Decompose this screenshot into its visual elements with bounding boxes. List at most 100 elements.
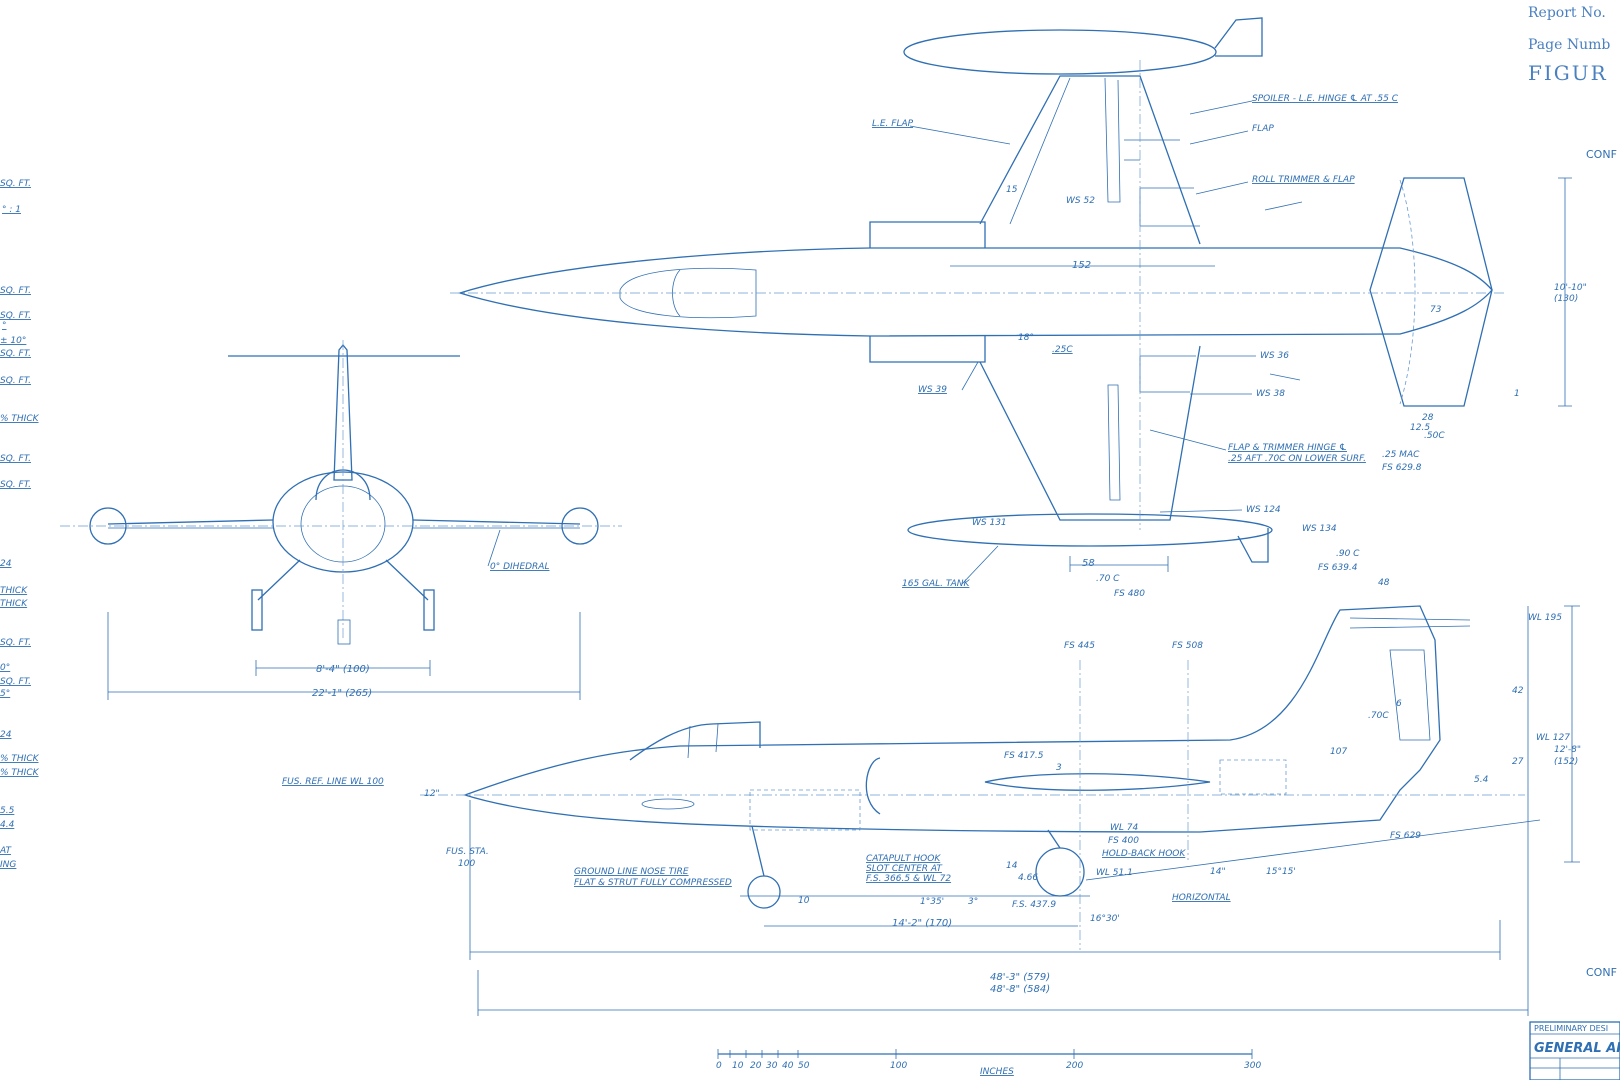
le-flap-hinge-line — [1009, 77, 1071, 225]
lower-flap-outline — [1107, 384, 1121, 501]
horizontal-tail-plan — [1369, 177, 1493, 407]
tip-tank-fin-lower — [1237, 528, 1269, 563]
tail-span-label: 10'-10" — [1554, 283, 1587, 293]
wing-side — [984, 773, 1211, 791]
margin-note: SQ. FT. — [0, 454, 31, 464]
margin-note: SQ. FT. — [0, 480, 31, 490]
strut-compressed-label: FLAT & STRUT FULLY COMPRESSED — [574, 878, 732, 888]
flap-trimmer-hinge-label: FLAP & TRIMMER HINGE ℄ — [1228, 443, 1347, 453]
dim-12-5-label: 12.5 — [1410, 423, 1430, 433]
tip-tank-front-left — [89, 507, 127, 545]
pivot-marks — [1264, 201, 1303, 381]
dim-15-label: 15 — [1006, 185, 1018, 195]
scale-tick-label: 40 — [782, 1061, 794, 1071]
track-label: 8'-4" (100) — [316, 664, 370, 675]
confidential-stamp-top: CONF — [1586, 148, 1617, 161]
front-view: 0° DIHEDRAL 8'-4" (100) 22'-1" (265) — [60, 340, 622, 700]
margin-note: 5.5 — [0, 806, 15, 816]
margin-note: ° : 1 — [2, 205, 21, 215]
tip-tank-upper — [903, 29, 1217, 75]
dim-10-label: 10 — [798, 896, 810, 906]
main-wheel-side — [1035, 847, 1085, 897]
nose-wheel-side — [747, 875, 781, 909]
tail-down-line — [1085, 819, 1541, 881]
scale-tick-label: 100 — [890, 1061, 907, 1071]
canopy-frames-side — [687, 723, 719, 759]
fs-508-label: FS 508 — [1172, 641, 1203, 651]
dim-4-66-label: 4.66 — [1018, 873, 1038, 883]
nose-strut-side — [751, 825, 765, 877]
dim-12-label: 12" — [424, 789, 440, 799]
dim-5-4-label: 5.4 — [1474, 775, 1489, 785]
spoiler-label: SPOILER - L.E. HINGE ℄ AT .55 C — [1252, 94, 1399, 104]
dim-42-label: 42 — [1512, 686, 1524, 696]
dim-14b-label: 14" — [1210, 867, 1226, 877]
dim-1-label: 1 — [1514, 389, 1520, 399]
scale-tick-label: 50 — [798, 1061, 810, 1071]
ws-131-label: WS 131 — [972, 518, 1007, 528]
wl-127-label: WL 127 — [1536, 733, 1570, 743]
margin-note: 24 — [0, 559, 12, 569]
ws-52-label: WS 52 — [1066, 196, 1095, 206]
margin-note: SQ. FT. — [0, 376, 31, 386]
nose-wheel-front — [337, 619, 351, 645]
fus-sta-value-label: 100 — [458, 859, 475, 869]
title-block: PRELIMINARY DESI GENERAL AI — [1529, 1021, 1620, 1080]
dim-28-label: 28 — [1422, 413, 1434, 423]
margin-note: 0° — [0, 663, 10, 673]
ws-124-label: WS 124 — [1246, 505, 1281, 515]
main-strut-side — [1047, 829, 1061, 849]
ws-38-label: WS 38 — [1256, 389, 1285, 399]
span-label: 22'-1" (265) — [312, 688, 372, 699]
margin-note: SQ. FT. — [0, 286, 31, 296]
dim-3-label: 3 — [1056, 763, 1062, 773]
dim-48-8-label: 48'-8" (584) — [990, 984, 1050, 995]
quarter-chord-label: .25C — [1052, 345, 1073, 355]
scale-unit-label: INCHES — [980, 1067, 1014, 1077]
intake-upper — [869, 221, 986, 248]
fs-480-label: FS 480 — [1114, 589, 1145, 599]
dim-50c-label: .50C — [1424, 431, 1445, 441]
intake-lower — [869, 336, 986, 363]
tank-label: 165 GAL. TANK — [902, 579, 970, 589]
leader-line — [1149, 429, 1227, 451]
dim-73-label: 73 — [1430, 305, 1442, 315]
intake-side — [865, 757, 881, 815]
dim-48-label: 48 — [1378, 578, 1390, 588]
scale-bar-ticks — [717, 1049, 1253, 1059]
company-label: GENERAL AI — [1534, 1041, 1620, 1056]
canopy-plan — [619, 267, 757, 319]
dim-14-2-label: 14'-2" (170) — [892, 918, 952, 929]
vertical-tail-front — [333, 343, 353, 481]
report-number-label: Report No. — [1528, 5, 1606, 21]
dim-48-3-line — [469, 800, 1501, 960]
wing-lower — [979, 345, 1201, 521]
internal-bay — [749, 789, 861, 831]
scale-tick-label: 20 — [750, 1061, 762, 1071]
scale-tick-label: 300 — [1244, 1061, 1261, 1071]
hold-back-hook-label: HOLD-BACK HOOK — [1102, 849, 1186, 859]
dim-16-30-label: 16°30' — [1090, 914, 1120, 924]
lower-trimmer-outline — [1139, 355, 1196, 393]
margin-note: 4.4 — [0, 820, 15, 830]
track-dim — [255, 660, 431, 676]
dim-58-label: 58 — [1082, 558, 1095, 569]
margin-note: 24 — [0, 730, 12, 740]
dim-90c-label: .90 C — [1336, 549, 1360, 559]
ws-36-label: WS 36 — [1260, 351, 1289, 361]
leader-line — [909, 125, 1011, 145]
margin-note: ± 10° — [0, 336, 26, 346]
margin-note: THICK — [0, 586, 28, 596]
fs-437-9-label: F.S. 437.9 — [1012, 900, 1056, 910]
margin-note: % THICK — [0, 768, 40, 778]
dim-15-15-label: 15°15' — [1266, 867, 1296, 877]
margin-note: SQ. FT. — [0, 349, 31, 359]
margin-note: ING — [0, 860, 16, 870]
leader-line — [1189, 100, 1253, 115]
horizontal-label: HORIZONTAL — [1172, 893, 1231, 903]
canopy-side — [629, 721, 761, 761]
dim-6-label: 6 — [1396, 699, 1402, 709]
dim-70c-side-label: .70C — [1368, 711, 1389, 721]
internal-bay-aft — [1219, 759, 1287, 795]
catapult-slot-label: SLOT CENTER AT — [866, 864, 943, 874]
